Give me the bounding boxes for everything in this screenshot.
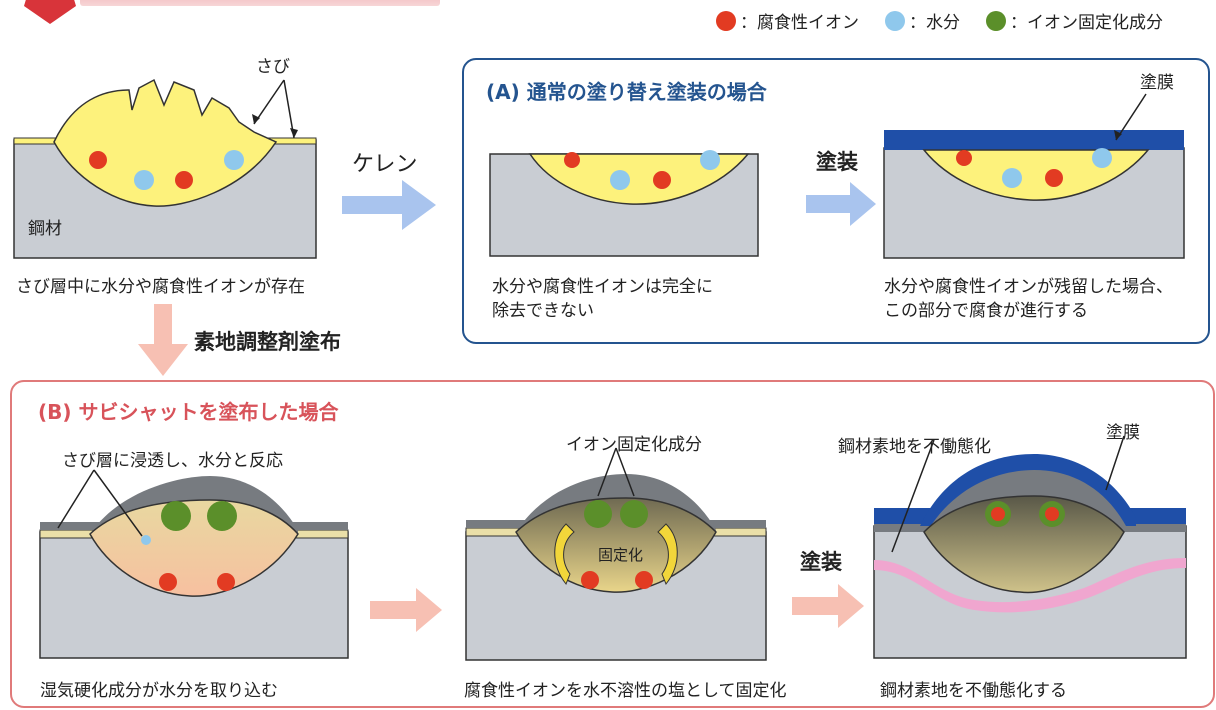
- title-icon: [24, 0, 76, 24]
- section-b-arrow-1-icon: [370, 588, 442, 632]
- primer-label: 素地調整剤塗布: [194, 330, 341, 354]
- section-b-penetrate-diagram: [39, 469, 349, 659]
- section-a-caption-left-2: 除去できない: [492, 301, 594, 321]
- keren-label: ケレン: [352, 152, 418, 177]
- legend-moisture: ：水分: [885, 8, 960, 33]
- title-banner-cut: [80, 0, 440, 6]
- section-b-passivated-diagram: [873, 435, 1187, 659]
- section-b-caption-2: 腐食性イオンを水不溶性の塩として固定化: [464, 681, 787, 701]
- legend-fixing-component: ：イオン固定化成分: [986, 8, 1163, 33]
- section-a-caption-right-1: 水分や腐食性イオンが残留した場合、: [884, 277, 1173, 297]
- rust-label: さび: [256, 57, 290, 77]
- section-b-title: (B) サビシャットを塗布した場合: [38, 400, 339, 424]
- section-a-keren-diagram: [489, 150, 759, 257]
- section-b-arrow-2-icon: [792, 584, 864, 628]
- coating-b-label: 塗装: [800, 550, 842, 574]
- keren-arrow-icon: [342, 180, 436, 230]
- penetrate-label: さび層に浸透し、水分と反応: [62, 451, 283, 471]
- coating-a-label: 塗装: [816, 150, 858, 174]
- fixed-label: 固定化: [598, 546, 644, 564]
- legend-corrosive-ion: ：腐食性イオン: [716, 8, 859, 33]
- section-a-title: (A) 通常の塗り替え塗装の場合: [486, 80, 767, 104]
- red-dot-icon: [716, 10, 736, 31]
- section-b-film-label: 塗膜: [1106, 423, 1140, 443]
- section-b-caption-1: 湿気硬化成分が水分を取り込む: [40, 681, 278, 701]
- section-a-caption-left-1: 水分や腐食性イオンは完全に: [492, 277, 713, 297]
- primer-arrow-icon: [138, 304, 188, 376]
- section-a-coated-diagram: [883, 93, 1185, 259]
- section-b-fix-diagram: [465, 447, 767, 661]
- section-b-caption-3: 鋼材素地を不働態化する: [880, 681, 1067, 701]
- section-a-caption-right-2: この部分で腐食が進行する: [884, 301, 1088, 321]
- legend-corrosive-ion-label: ：腐食性イオン: [740, 13, 859, 33]
- section-a-box: [462, 58, 1210, 344]
- blue-dot-icon: [885, 10, 905, 31]
- steel-label: 鋼材: [28, 219, 62, 239]
- green-dot-icon: [986, 10, 1006, 31]
- initial-rust-diagram: [13, 78, 317, 259]
- section-b-box: [10, 380, 1215, 708]
- legend: ：腐食性イオン ：水分 ：イオン固定化成分: [716, 8, 1189, 33]
- ion-fix-label: イオン固定化成分: [566, 435, 702, 455]
- legend-fixing-component-label: ：イオン固定化成分: [1010, 13, 1163, 33]
- initial-caption: さび層中に水分や腐食性イオンが存在: [16, 277, 305, 297]
- passivate-label: 鋼材素地を不働態化: [838, 437, 991, 457]
- legend-moisture-label: ：水分: [909, 13, 960, 33]
- coating-a-arrow-icon: [806, 182, 876, 226]
- section-a-film-label: 塗膜: [1140, 73, 1174, 93]
